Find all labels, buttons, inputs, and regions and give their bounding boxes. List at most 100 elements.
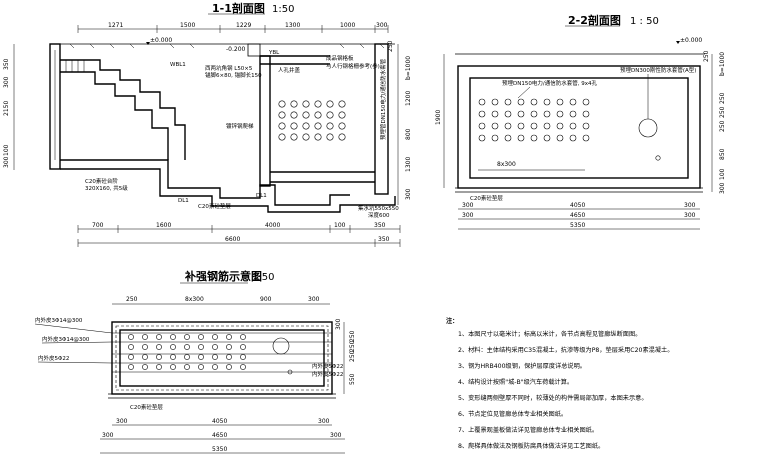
rebar-label-4: 内外皮5Φ22: [312, 362, 343, 370]
label-step-2: 320X160, 共5级: [85, 184, 128, 192]
dim-b-4000: 4000: [265, 222, 280, 229]
conduit-hole-icon: [302, 111, 310, 119]
conduit-hole-icon: [478, 122, 486, 130]
rebar-c4650: 4650: [212, 432, 227, 439]
conduit-hole-icon: [582, 122, 590, 130]
dim-2-2-c300b: 300: [684, 212, 696, 219]
note-4: 4、结构设计按照"城-B"级汽车荷载计算。: [458, 378, 573, 386]
conduit-hole-icon: [569, 98, 577, 106]
conduit-hole-icon: [543, 110, 551, 118]
note-5: 5、变形缝两侧壁厚不同时，较薄处的构件需局部加厚，本图未示意。: [458, 394, 648, 402]
conduit-hole-icon: [517, 134, 525, 142]
section-2-2-title: 2-2剖面图: [568, 13, 621, 27]
conduit-hole-icon: [290, 122, 298, 130]
rebar-pipe-grid: [128, 334, 246, 370]
conduit-hole-icon: [543, 98, 551, 106]
conduit-hole-icon: [491, 110, 499, 118]
dim-2-2-r250b: 250: [719, 106, 726, 118]
rebar-diagram: 补强钢筋示意图 1:50 250 8x300 900 300 内外皮3Φ14@3…: [34, 269, 356, 454]
conduit-hole-icon: [569, 134, 577, 142]
conduit-hole-icon: [302, 122, 310, 130]
conduit-hole-icon: [142, 354, 148, 360]
conduit-hole-icon: [491, 122, 499, 130]
big-pipe-icon: [638, 118, 658, 138]
rebar-b300a: 300: [116, 418, 128, 425]
conduit-hole-icon: [142, 364, 148, 370]
conduit-hole-icon: [582, 98, 590, 106]
note-6: 6、节点定位见管廊总体专业相关图纸。: [458, 410, 567, 418]
conduit-hole-icon: [517, 110, 525, 118]
dim-b-350b: 350: [378, 236, 390, 243]
notes-heading: 注：: [446, 317, 458, 325]
conduit-hole-icon: [170, 344, 176, 350]
conduit-hole-icon: [212, 364, 218, 370]
conduit-hole-icon: [543, 122, 551, 130]
conduit-hole-icon: [184, 334, 190, 340]
rebar-r-250c: 250: [349, 350, 356, 362]
conduit-hole-icon: [569, 122, 577, 130]
conduit-hole-icon: [278, 100, 286, 108]
conduit-hole-icon: [530, 134, 538, 142]
conduit-hole-icon: [504, 98, 512, 106]
conduit-hole-icon: [156, 354, 162, 360]
conduit-hole-icon: [491, 134, 499, 142]
conduit-hole-icon: [478, 110, 486, 118]
label-steel-frame-2: 与人行钢格栅参考(参): [326, 62, 380, 70]
conduit-hole-icon: [226, 344, 232, 350]
dim-2-2-b4050: 4050: [570, 202, 585, 209]
conduit-hole-icon: [478, 98, 486, 106]
section-2-2-scale: 1 : 50: [630, 16, 659, 27]
conduit-hole-icon: [278, 122, 286, 130]
elev-minus-0.2: -0.200: [226, 46, 246, 53]
conduit-hole-icon: [142, 344, 148, 350]
elev-0-2-2: ±0.000: [680, 37, 702, 44]
conduit-hole-icon: [314, 100, 322, 108]
conduit-hole-icon: [517, 122, 525, 130]
rebar-dim-300: 300: [308, 296, 320, 303]
dim-2-2-r300: 300: [719, 182, 726, 194]
conduit-hole-icon: [290, 100, 298, 108]
rebar-r-250b: 250: [349, 340, 356, 352]
dim-2-2-d5350: 5350: [570, 222, 585, 229]
conduit-hole-icon: [338, 100, 346, 108]
conduit-hole-icon: [530, 110, 538, 118]
dim-left-2150: 2150: [3, 101, 10, 116]
dim-r-800: 800: [405, 128, 412, 140]
conduit-hole-icon: [556, 134, 564, 142]
conduit-hole-icon: [556, 122, 564, 130]
dim-1300: 1300: [285, 22, 300, 29]
dim-2-2-1900: 1900: [435, 110, 442, 125]
conduit-hole-icon: [170, 334, 176, 340]
conduit-hole-icon: [184, 344, 190, 350]
conduit-hole-icon: [142, 334, 148, 340]
note-7: 7、上覆景观盖板做法详见管廊总体专业相关图纸。: [458, 426, 598, 434]
dim-2-2-r100: 100: [719, 168, 726, 180]
conduit-hole-icon: [156, 334, 162, 340]
conduit-hole-icon: [278, 133, 286, 141]
dim-2-2-rb1000: b=1000: [719, 52, 726, 76]
conduit-hole-icon: [530, 98, 538, 106]
dim-2-2-b300a: 300: [462, 202, 474, 209]
conduit-hole-icon: [198, 364, 204, 370]
conduit-hole-icon: [170, 364, 176, 370]
rebar-cushion: C20素砼垫层: [130, 403, 163, 411]
dim-300-top: 300: [376, 22, 388, 29]
rebar-title: 补强钢筋示意图: [184, 269, 262, 283]
rebar-c300b: 300: [330, 432, 342, 439]
conduit-hole-icon: [478, 134, 486, 142]
dim-2-2-c4650: 4650: [570, 212, 585, 219]
conduit-hole-icon: [326, 100, 334, 108]
dim-2-2-r850: 850: [719, 148, 726, 160]
label-anchor-line2: 锚脚6×80, 锚脚长150: [205, 71, 262, 79]
conduit-hole-icon: [582, 134, 590, 142]
conduit-hole-icon: [128, 364, 134, 370]
notes: 注： 1、本图尺寸以毫米计；标高以米计，各节点高程见管廊纵断面图。 2、材料：主…: [446, 317, 673, 450]
rebar-label-1: 内外皮3Φ14@300: [35, 316, 83, 324]
conduit-hole-icon: [198, 354, 204, 360]
dim-left-300: 300: [3, 76, 10, 88]
rebar-label-2: 内外皮3Φ14@300: [42, 335, 90, 343]
conduit-hole-icon: [240, 334, 246, 340]
conduit-hole-icon: [290, 111, 298, 119]
conduit-hole-icon: [128, 344, 134, 350]
dim-left-100: 100: [3, 144, 10, 156]
